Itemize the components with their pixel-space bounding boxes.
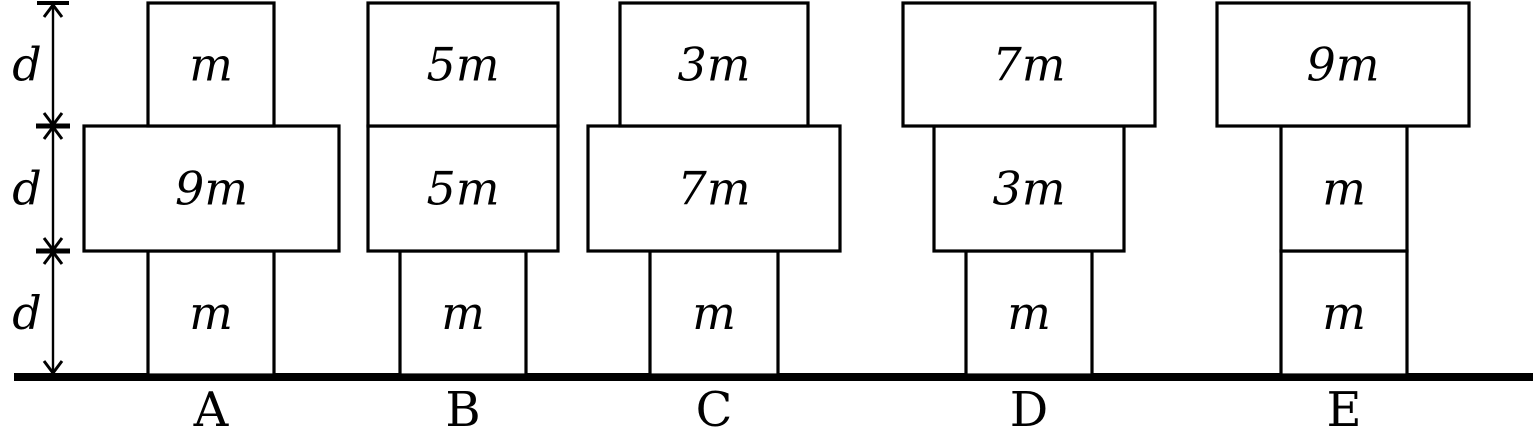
- mass-label: 5m: [427, 38, 500, 92]
- mass-label: m: [441, 286, 485, 340]
- mass-label: 9m: [175, 162, 248, 216]
- stack-letter-label: E: [1326, 382, 1361, 438]
- mass-block: [1279, 124, 1409, 253]
- mass-block: [1215, 1, 1471, 128]
- ground-line: [14, 373, 1533, 381]
- arrow-up-icon: [42, 249, 64, 265]
- mass-block: [146, 1, 276, 128]
- mass-block: [1279, 249, 1409, 377]
- mass-label: m: [189, 38, 233, 92]
- stack-letter-label: B: [445, 382, 480, 438]
- mass-label: m: [1007, 286, 1051, 340]
- mass-label: 7m: [678, 162, 751, 216]
- mass-block: [398, 249, 528, 377]
- dimension-segment-label: d: [12, 286, 41, 340]
- stack-letter-label: D: [1010, 382, 1048, 438]
- mass-block: [366, 1, 560, 128]
- mass-block: [618, 1, 810, 128]
- dimension-segment-label: d: [12, 38, 41, 92]
- mass-block: [648, 249, 780, 377]
- mass-block: [586, 124, 842, 253]
- mass-label: 9m: [1307, 38, 1380, 92]
- arrow-up-icon: [42, 124, 64, 140]
- mass-label: m: [1322, 286, 1366, 340]
- mass-label: 3m: [993, 162, 1066, 216]
- arrow-down-icon: [42, 360, 64, 376]
- mass-label: 3m: [678, 38, 751, 92]
- mass-block: [146, 249, 276, 377]
- stack-letter-label: A: [193, 382, 230, 438]
- mass-block: [366, 124, 560, 253]
- mass-label: 5m: [427, 162, 500, 216]
- mass-block: [964, 249, 1094, 377]
- mass-block: [82, 124, 341, 253]
- mass-block: [901, 1, 1157, 128]
- mass-label: m: [1322, 162, 1366, 216]
- mass-label: m: [189, 286, 233, 340]
- mass-label: m: [692, 286, 736, 340]
- dimension-segment-label: d: [12, 162, 41, 216]
- stack-letter-label: C: [696, 382, 733, 438]
- arrow-up-icon: [42, 2, 64, 18]
- mass-label: 7m: [993, 38, 1066, 92]
